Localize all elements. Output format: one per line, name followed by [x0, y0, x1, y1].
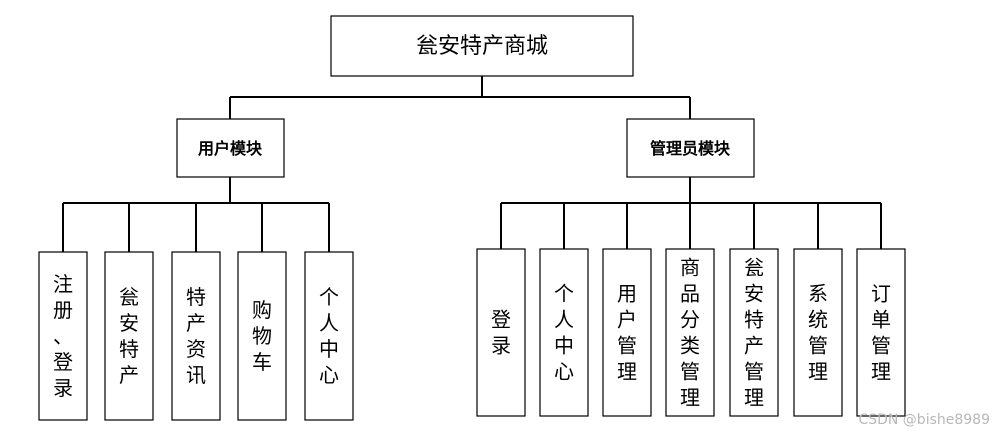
leaf-node: 登录: [476, 248, 526, 417]
leaf-node: 系统管理: [793, 248, 843, 417]
leaf-box: [856, 248, 906, 417]
leaf-box: [104, 251, 154, 421]
leaf-label: 用户管理: [617, 282, 637, 384]
leaf-label: 商品分类管理: [680, 256, 700, 410]
root-node: 瓮安特产商城: [330, 15, 634, 77]
leaf-node: 个人中心: [304, 251, 354, 421]
module-node-user: 用户模块: [176, 118, 285, 178]
leaf-label: 瓮安特产: [119, 285, 139, 387]
module-label: 管理员模块: [650, 139, 731, 158]
leaf-label: 购物车: [252, 298, 272, 374]
leaf-node: 购物车: [237, 251, 287, 421]
watermark: CSDN @bishe8989: [858, 412, 990, 428]
leaf-box: [729, 248, 779, 417]
leaf-label: 登录: [491, 308, 511, 358]
leaf-box: [793, 248, 843, 417]
leaf-node: 商品分类管理: [665, 248, 715, 417]
root-box: [330, 15, 634, 77]
connectors: [62, 76, 882, 252]
leaf-node: 特产资讯: [171, 251, 221, 421]
leaf-label: 注册、登录: [53, 272, 73, 400]
leaf-box: [665, 248, 715, 417]
leaf-box: [602, 248, 652, 417]
module-box: [176, 118, 285, 178]
leaf-box: [237, 251, 287, 421]
leaf-label: 系统管理: [808, 282, 828, 384]
leaf-label: 个人中心: [319, 285, 339, 387]
leaf-node: 注册、登录: [38, 251, 88, 421]
leaf-node: 瓮安特产: [104, 251, 154, 421]
module-box: [626, 118, 755, 178]
leaf-node: 瓮安特产管理: [729, 248, 779, 417]
leaf-nodes: 注册、登录 瓮安特产 特产资讯 购物车 个人中心 登录 个人中心 用户管理 商品分类管理 瓮安特产…: [38, 248, 906, 421]
module-label: 用户模块: [198, 139, 263, 158]
leaf-box: [38, 251, 88, 421]
leaf-label: 个人中心: [554, 282, 574, 384]
leaf-label: 订单管理: [871, 282, 891, 384]
leaf-box: [304, 251, 354, 421]
leaf-box: [171, 251, 221, 421]
leaf-label: 特产资讯: [186, 285, 206, 387]
leaf-box: [539, 248, 589, 417]
leaf-label: 瓮安特产管理: [744, 256, 764, 410]
module-node-admin: 管理员模块: [626, 118, 755, 178]
leaf-node: 个人中心: [539, 248, 589, 417]
leaf-box: [476, 248, 526, 417]
root-label: 瓮安特产商城: [416, 34, 548, 59]
leaf-node: 用户管理: [602, 248, 652, 417]
leaf-node: 订单管理: [856, 248, 906, 417]
